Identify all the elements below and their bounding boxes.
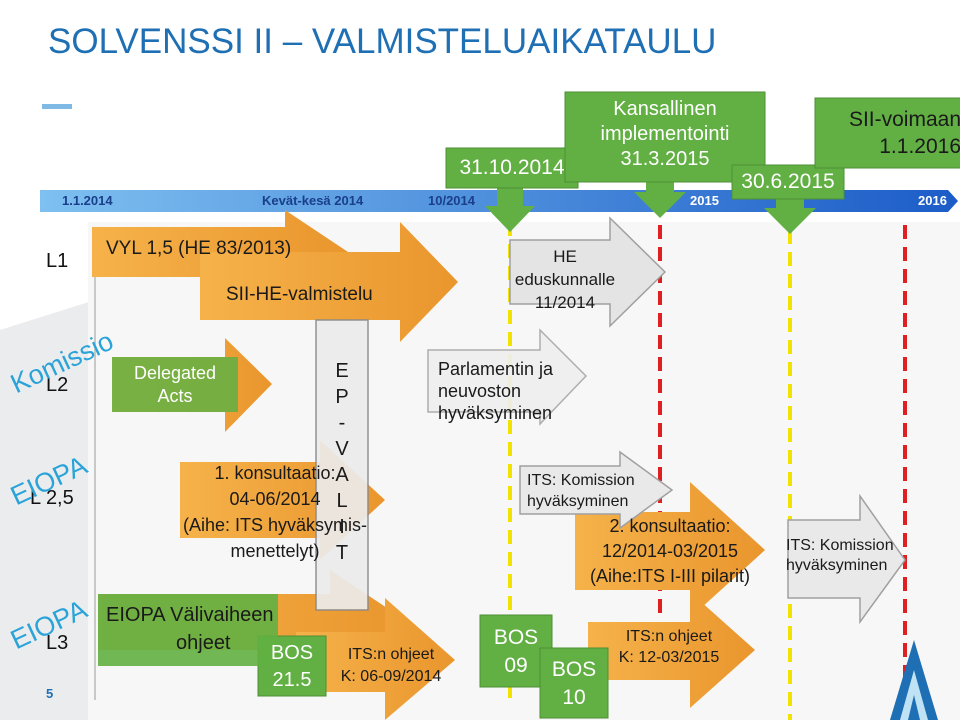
arrow-its-komissio2: [787, 493, 906, 625]
parlamentti-line1: Parlamentin ja: [438, 359, 554, 379]
timeline-label-kevat: Kevät-kesä 2014: [262, 193, 364, 208]
konsultaatio1-line4: menettelyt): [230, 541, 320, 561]
ep-valit-letters: E P - V A L I T: [316, 358, 368, 566]
milestone-box-4: [814, 97, 960, 169]
its-ohjeet1-label: ITS:n ohjeet K: 06-09/2014: [336, 644, 446, 688]
he-label: HE eduskunnalle 11/2014: [510, 245, 620, 314]
ep-letter-2: -: [338, 412, 346, 434]
title-underline: [42, 104, 72, 109]
milestone-box-1: [445, 147, 579, 189]
timeline-label-2014: 1.1.2014: [62, 193, 113, 208]
milestone-4-line2: 1.1.2016: [879, 135, 960, 158]
vyl-label: VYL 1,5 (HE 83/2013): [106, 238, 292, 259]
ep-letter-4: A: [335, 464, 349, 486]
ep-letter-3: V: [335, 438, 349, 460]
milestone-box-3: [731, 164, 845, 200]
konsultaatio2-label: 2. konsultaatio: 12/2014-03/2015 (Aihe:I…: [565, 514, 775, 589]
bos10-label: BOS 10: [540, 656, 608, 712]
parlamentti-label: Parlamentin ja neuvoston hyväksyminen: [438, 358, 553, 424]
bos21-label: BOS 21.5: [258, 640, 326, 694]
he-line2: eduskunnalle: [514, 270, 616, 289]
its-komissio2-line1: ITS: Komission: [786, 537, 894, 554]
bos09-line2: 09: [504, 654, 528, 677]
timeline-label-2016: 2016: [918, 193, 947, 208]
eiopa-ohjeet-box: [98, 594, 278, 666]
row-label-l3: L3: [46, 632, 69, 654]
konsultaatio1-line2: 04-06/2014: [229, 489, 321, 509]
its-ohjeet1-line2: K: 06-09/2014: [340, 668, 442, 685]
bos10-line2: 10: [562, 686, 586, 709]
its-ohjeet2-label: ITS:n ohjeet K: 12-03/2015: [604, 626, 734, 668]
its-ohjeet2-line1: ITS:n ohjeet: [625, 628, 713, 645]
milestone-4-line1: SII-voimaan: [848, 108, 960, 131]
bos09-line1: BOS: [493, 626, 539, 649]
eiopa-ohjeet-line1: EIOPA Välivaiheen: [106, 604, 274, 626]
delegated-line2: Acts: [157, 386, 193, 406]
page-title: SOLVENSSI II – VALMISTELUAIKATAULU: [48, 22, 717, 61]
milestone-3-label: 30.6.2015: [741, 170, 835, 193]
bos21-line1: BOS: [270, 642, 314, 664]
timeline-label-10-2014: 10/2014: [428, 193, 475, 208]
konsultaatio1-label: 1. konsultaatio: 04-06/2014 (Aihe: ITS h…: [160, 460, 390, 564]
bos09-label: BOS 09: [480, 624, 552, 680]
ep-letter-5: L: [336, 490, 348, 512]
delegated-line1: Delegated: [133, 363, 217, 383]
its-komissio1-line2: hyväksyminen: [527, 493, 629, 510]
parlamentti-line2: neuvoston: [438, 381, 522, 401]
row-label-l2: L2: [46, 374, 69, 396]
arrow-its-ohjeet2: [588, 592, 755, 708]
arrow-its-ohjeet1: [296, 598, 455, 720]
its-ohjeet1-line1: ITS:n ohjeet: [347, 646, 435, 663]
bos21-line2: 21.5: [272, 669, 312, 691]
konsultaatio2-line2: 12/2014-03/2015: [601, 541, 739, 561]
milestone-2-line2: implementointi: [600, 123, 730, 145]
row-label-l1: L1: [46, 250, 69, 272]
eiopa-ohjeet-label: EIOPA Välivaiheen ohjeet: [106, 601, 274, 657]
left-band: [0, 300, 95, 720]
its-komissio2-line2: hyväksyminen: [786, 557, 888, 574]
its-komissio1-label: ITS: Komission hyväksyminen: [527, 470, 635, 512]
he-line3: 11/2014: [534, 293, 596, 312]
milestone-1-label: 31.10.2014: [459, 156, 565, 179]
arrow-parlamentti: [427, 328, 588, 426]
sii-he-label: SII-HE-valmistelu: [226, 284, 373, 305]
milestone-2-label: Kansallinen implementointi 31.3.2015: [565, 97, 765, 172]
ep-letter-7: T: [335, 542, 349, 564]
konsultaatio2-line1: 2. konsultaatio:: [609, 516, 731, 536]
konsultaatio1-line1: 1. konsultaatio:: [214, 463, 336, 483]
he-line1: HE: [553, 247, 577, 266]
logo-mark: [890, 640, 938, 720]
row-label-l25: L 2,5: [30, 487, 74, 509]
ep-valit-box: [315, 319, 369, 611]
ep-letter-0: E: [335, 360, 349, 382]
milestone-2-line1: Kansallinen: [613, 98, 717, 120]
parlamentti-line3: hyväksyminen: [438, 403, 553, 423]
delegated-acts-label: Delegated Acts: [112, 362, 238, 408]
ep-letter-6: I: [339, 516, 345, 538]
delegated-box: [112, 357, 238, 412]
arrow-sii-he: [200, 222, 458, 342]
konsultaatio1-line3: (Aihe: ITS hyväksymis-: [182, 515, 368, 535]
arrow-he: [509, 216, 667, 328]
konsultaatio2-line3: (Aihe:ITS I-III pilarit): [589, 566, 751, 586]
arrow-its-komissio1: [519, 450, 674, 530]
eiopa-ohjeet-line2: ohjeet: [176, 632, 231, 654]
its-ohjeet2-line2: K: 12-03/2015: [618, 649, 720, 666]
page-number: 5: [46, 686, 54, 701]
milestone-4-label: SII-voimaan 1.1.2016: [815, 106, 960, 160]
timeline-label-2015: 2015: [690, 193, 719, 208]
bos10-line1: BOS: [551, 658, 597, 681]
bos10-box: [539, 647, 609, 719]
its-komissio1-line1: ITS: Komission: [527, 472, 635, 489]
milestone-2-line3: 31.3.2015: [620, 148, 710, 170]
its-komissio2-label: ITS: Komission hyväksyminen: [786, 536, 894, 576]
ep-letter-1: P: [335, 386, 349, 408]
